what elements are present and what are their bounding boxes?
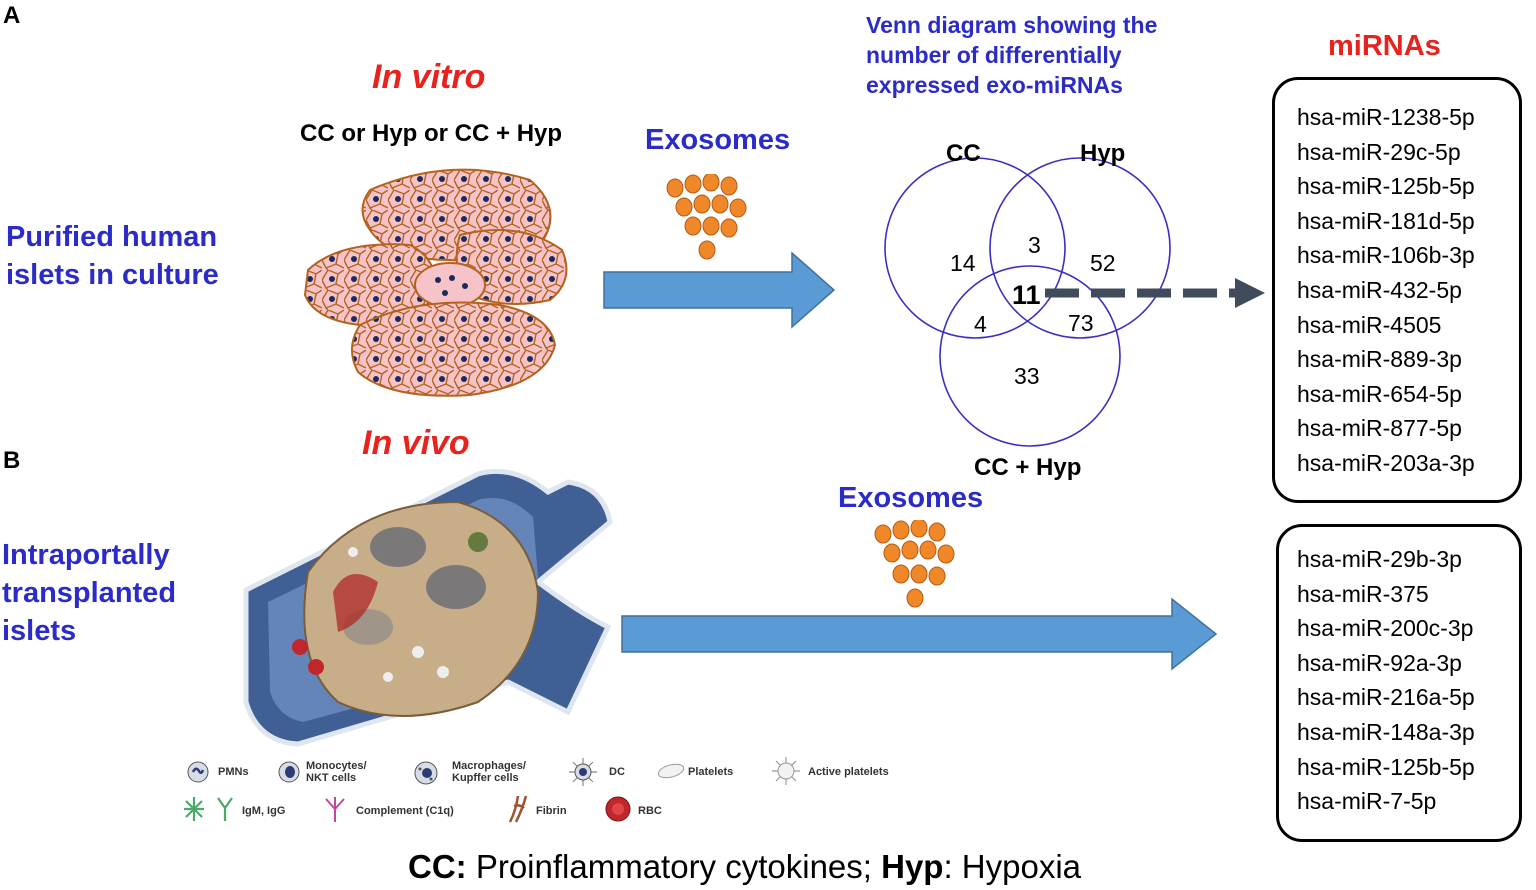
mirna-item: hsa-miR-148a-3p <box>1297 718 1475 745</box>
venn-label-cchyp: CC + Hyp <box>974 454 1082 481</box>
monocyte-icon <box>278 761 300 783</box>
venn-diagram: 14 3 52 11 4 73 33 <box>884 157 1171 447</box>
fibrin-icon <box>508 795 528 823</box>
active-platelet-icon <box>772 757 800 785</box>
macrophage-icon <box>414 761 438 785</box>
mirna-item: hsa-miR-200c-3p <box>1297 615 1474 642</box>
in-vivo-title: In vivo <box>362 424 470 462</box>
venn-caption: Venn diagram showing the number of diffe… <box>866 12 1158 98</box>
mirna-item: hsa-miR-125b-5p <box>1297 173 1475 200</box>
panel-a-label: A <box>3 2 21 29</box>
venn-circle-cc <box>884 157 1066 339</box>
legend-active-platelets: Active platelets <box>808 766 889 778</box>
venn-label-cc: CC <box>946 140 981 167</box>
footnote-hyp-text: : Hypoxia <box>943 848 1082 885</box>
legend-fibrin: Fibrin <box>536 805 567 817</box>
dc-icon <box>569 758 597 786</box>
venn-value-cc-cchyp: 4 <box>974 311 987 337</box>
mirna-item: hsa-miR-203a-3p <box>1297 449 1475 476</box>
venn-value-all: 11 <box>1012 280 1041 310</box>
legend-pmns: PMNs <box>218 766 249 778</box>
footnote-cc-text: Proinflammatory cytokines; <box>466 848 882 885</box>
exosomes-label-b: Exosomes <box>838 482 984 514</box>
mirna-item: hsa-miR-432-5p <box>1297 276 1462 303</box>
mirna-list-box-a: hsa-miR-1238-5p hsa-miR-29c-5p hsa-miR-1… <box>1272 77 1522 503</box>
mirna-list-b: hsa-miR-29b-3p hsa-miR-375 hsa-miR-200c-… <box>1279 527 1519 819</box>
exosomes-cluster-b <box>874 520 955 608</box>
venn-circle-cchyp <box>939 265 1121 447</box>
mirna-item: hsa-miR-375 <box>1297 580 1429 607</box>
islets-culture-illustration <box>303 168 568 397</box>
mirna-item: hsa-miR-216a-5p <box>1297 684 1475 711</box>
complement-icon <box>325 797 345 822</box>
venn-label-hyp: Hyp <box>1080 140 1126 167</box>
mirna-item: hsa-miR-106b-3p <box>1297 242 1475 269</box>
mirna-item: hsa-miR-889-3p <box>1297 346 1462 373</box>
mirna-item: hsa-miR-29c-5p <box>1297 138 1461 165</box>
mirna-item: hsa-miR-877-5p <box>1297 415 1462 442</box>
rbc-icon <box>605 796 631 822</box>
venn-value-cchyp-only: 33 <box>1014 363 1040 389</box>
mirnas-title: miRNAs <box>1328 30 1441 62</box>
dashed-arrow <box>1045 278 1265 308</box>
venn-value-cc-hyp: 3 <box>1028 232 1041 258</box>
panel-b-label: B <box>3 447 21 474</box>
venn-value-hyp-only: 52 <box>1090 250 1116 276</box>
antibody-icon <box>184 797 233 821</box>
portal-vein-illustration <box>243 468 613 747</box>
islet-cluster-bottom <box>351 301 557 397</box>
legend-antibodies: IgM, IgG <box>242 805 286 817</box>
pmns-icon <box>187 761 209 783</box>
venn-circle-hyp <box>989 157 1171 339</box>
mirna-item: hsa-miR-7-5p <box>1297 788 1437 815</box>
legend-dc: DC <box>609 766 625 778</box>
mirna-item: hsa-miR-1238-5p <box>1297 104 1475 130</box>
arrow-a <box>603 251 836 329</box>
legend-macrophages: Macrophages/ Kupffer cells <box>452 760 526 784</box>
mirna-item: hsa-miR-654-5p <box>1297 380 1462 407</box>
mirna-item: hsa-miR-92a-3p <box>1297 649 1462 676</box>
footnote-cc-abbr: CC: <box>408 848 467 885</box>
mirna-item: hsa-miR-29b-3p <box>1297 546 1462 572</box>
islet-in-vessel <box>292 500 540 717</box>
exosomes-cluster-a <box>666 174 747 260</box>
mirna-item: hsa-miR-125b-5p <box>1297 753 1475 780</box>
in-vitro-title: In vitro <box>372 58 486 96</box>
abbreviation-footnote: CC: Proinflammatory cytokines; Hyp: Hypo… <box>408 848 1081 886</box>
mirna-item: hsa-miR-181d-5p <box>1297 207 1475 234</box>
intraportal-islets-label: Intraportally transplanted islets <box>2 539 177 647</box>
venn-value-hyp-cchyp: 73 <box>1068 310 1094 336</box>
exosomes-label-a: Exosomes <box>645 124 791 156</box>
legend-monocytes: Monocytes/ NKT cells <box>306 760 367 784</box>
footnote-hyp-abbr: Hyp <box>881 848 944 885</box>
legend-rbc: RBC <box>638 805 662 817</box>
purified-islets-label: Purified human islets in culture <box>6 221 219 291</box>
venn-value-cc-only: 14 <box>950 250 976 276</box>
mirna-item: hsa-miR-4505 <box>1297 311 1442 338</box>
platelet-icon <box>657 763 685 779</box>
legend-platelets: Platelets <box>688 766 734 778</box>
arrow-b <box>621 597 1218 671</box>
mirna-list-box-b: hsa-miR-29b-3p hsa-miR-375 hsa-miR-200c-… <box>1276 524 1522 842</box>
conditions-label: CC or Hyp or CC + Hyp <box>300 120 563 147</box>
legend-complement: Complement (C1q) <box>356 805 454 817</box>
islet-cluster-center <box>414 262 486 308</box>
mirna-list-a: hsa-miR-1238-5p hsa-miR-29c-5p hsa-miR-1… <box>1275 80 1519 481</box>
